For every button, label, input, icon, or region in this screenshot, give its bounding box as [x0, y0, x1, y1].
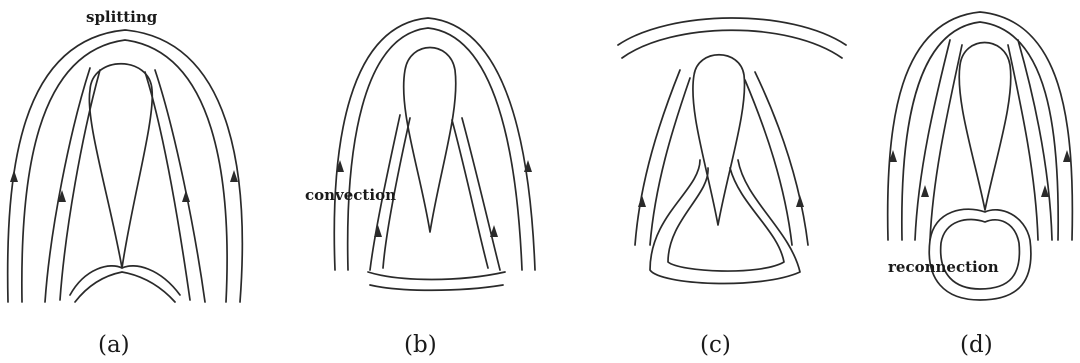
panel-c: (c): [618, 18, 846, 358]
panel-a-arrow: [182, 190, 190, 202]
panel-a: splitting (a): [8, 8, 243, 358]
panel-c-teardrop-core: [693, 55, 745, 225]
panel-b-right-sheath-inner: [452, 120, 488, 268]
panel-d-outer-arch-inner: [902, 22, 1058, 240]
panel-d-caption: (d): [960, 332, 993, 358]
panel-a-arrow: [10, 170, 18, 182]
panel-a-outer-arch-outer: [8, 30, 243, 302]
panel-a-teardrop-core: [89, 64, 152, 268]
panel-c-right-sheath-inner: [745, 80, 792, 245]
panel-c-arrow: [796, 195, 804, 207]
panel-b: convection (b): [305, 18, 535, 358]
panel-c-left-sheath-inner: [650, 78, 690, 245]
panel-d-right-sheath-outer: [1018, 40, 1052, 240]
panel-b-teardrop-core: [404, 48, 456, 233]
panel-c-detached-arch-inner: [622, 30, 842, 58]
panel-b-outer-arch-outer: [334, 18, 535, 270]
panel-b-right-sheath-outer: [462, 118, 500, 270]
panel-b-annotation: convection: [305, 186, 396, 204]
panel-b-arrow: [374, 225, 382, 237]
panel-d-annotation: reconnection: [888, 258, 999, 276]
panel-d-outer-arch-outer: [888, 12, 1073, 240]
panel-b-bottom-band-upper: [368, 272, 505, 280]
panel-c-right-sheath-outer: [755, 72, 808, 245]
panel-a-annotation: splitting: [86, 8, 158, 26]
panel-d: reconnection (d): [888, 12, 1073, 358]
panel-c-detached-arch-outer: [618, 18, 846, 45]
panel-d-arrow: [921, 185, 929, 197]
panel-c-left-sheath-outer: [635, 70, 680, 245]
panel-d-right-sheath-inner: [1008, 45, 1038, 240]
panel-a-caption: (a): [98, 332, 130, 358]
panel-d-reconnection-loop-inner: [941, 220, 1020, 289]
panel-d-reconnection-loop-outer: [929, 209, 1031, 300]
panel-a-outer-arch-inner: [22, 40, 227, 302]
panel-a-bottom-band-lower: [75, 272, 175, 302]
panel-c-arrow: [638, 195, 646, 207]
panel-b-bottom-band-lower: [370, 285, 503, 290]
panel-c-caption: (c): [700, 332, 731, 358]
panel-a-left-sheath-outer: [45, 68, 90, 302]
panel-a-right-sheath-outer: [155, 70, 205, 302]
panel-d-teardrop-core: [959, 43, 1011, 211]
panel-b-caption: (b): [404, 332, 437, 358]
